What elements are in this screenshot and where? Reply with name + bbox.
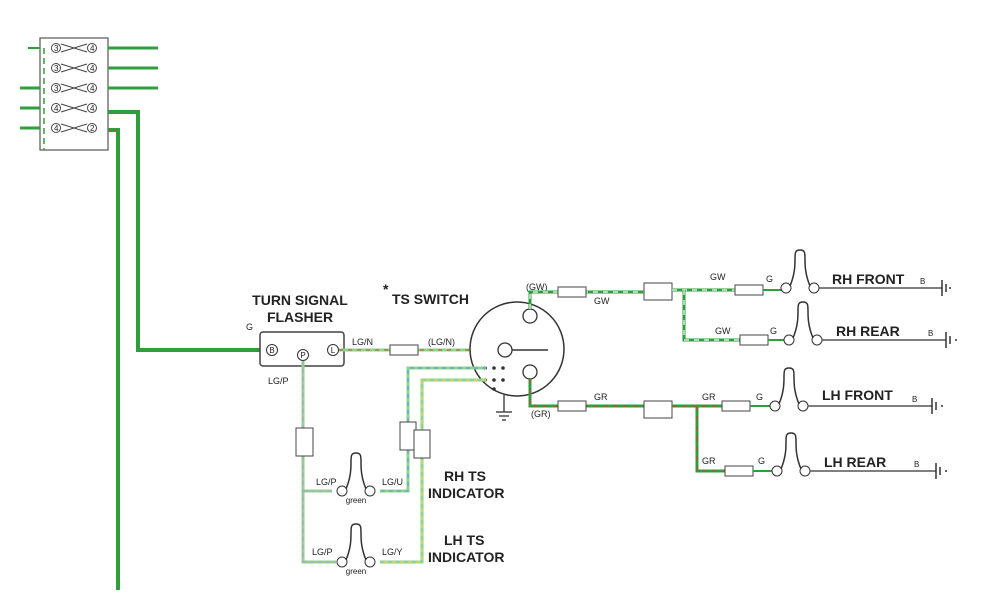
- lamp-label: RH FRONT: [832, 271, 905, 287]
- fuse-terminal-label: 3: [54, 44, 59, 53]
- fuse-box-wires: [20, 46, 262, 590]
- fuse-terminal-label: 4: [90, 44, 95, 53]
- wire-label-gr: GR: [702, 392, 716, 402]
- fuse-terminal-label: 3: [54, 84, 59, 93]
- rh-ts-indicator-lamp: green: [336, 452, 376, 505]
- wire-label-gw: GW: [715, 326, 731, 336]
- wire-label-g: G: [770, 326, 777, 336]
- wire-gw: [528, 282, 785, 346]
- earth-label: B: [914, 460, 919, 469]
- fuse-row: 3 4: [51, 83, 97, 93]
- wire-label-lgp: LG/P: [316, 477, 337, 487]
- flasher-terminal-l: L: [331, 346, 336, 355]
- wire-label-gr: GR: [594, 392, 608, 402]
- wire-label-lgp: LG/P: [312, 547, 333, 557]
- fuse-terminal-label: 4: [54, 124, 59, 133]
- indicator-color-label: green: [346, 496, 366, 505]
- switch-label: TS SWITCH: [392, 291, 469, 307]
- wire-label-gr-switch: (GR): [531, 409, 551, 419]
- flasher-title-line1: TURN SIGNAL: [252, 292, 348, 308]
- lamp-lh-front: LH FRONT B: [769, 367, 943, 414]
- fuse-terminal-label: 4: [90, 104, 95, 113]
- wire-label-g: G: [246, 322, 253, 332]
- ts-switch: * TS SWITCH: [383, 281, 565, 421]
- wire-label-lgp: LG/P: [268, 376, 289, 386]
- indicator-color-label: green: [346, 567, 366, 576]
- turn-signal-flasher: TURN SIGNAL FLASHER B P L: [252, 292, 348, 367]
- lamp-rh-rear: RH REAR B: [783, 301, 957, 348]
- wire-label-lgn-switch: (LG/N): [428, 337, 455, 347]
- wire-label-g: G: [756, 392, 763, 402]
- wire-label-gw: GW: [594, 296, 610, 306]
- fuse-terminal-label: 3: [54, 64, 59, 73]
- rh-indicator-label-line2: INDICATOR: [428, 485, 504, 501]
- lamp-lh-rear: LH REAR B: [771, 432, 947, 479]
- rh-indicator-label-line1: RH TS: [444, 468, 486, 484]
- lh-indicator-label-line2: INDICATOR: [428, 549, 504, 565]
- wire-label-lgy: LG/Y: [382, 547, 403, 557]
- wire-label-gr: GR: [702, 456, 716, 466]
- lamp-rh-front: RH FRONT B: [780, 249, 951, 296]
- earth-label: B: [920, 277, 925, 286]
- fuse-terminal-label: 4: [90, 64, 95, 73]
- fuse-row: 4 4: [51, 103, 97, 113]
- fuse-row: 3 4: [51, 63, 97, 73]
- lamp-label: LH FRONT: [822, 387, 893, 403]
- fuse-box: 3 4 3 4 3 4 4 4 4 2: [39, 37, 109, 151]
- fuse-terminal-label: 2: [90, 124, 95, 133]
- wire-label-lgn: LG/N: [352, 337, 373, 347]
- lamp-label: RH REAR: [836, 323, 900, 339]
- wire-lgp: [295, 361, 336, 564]
- wire-label-gw: GW: [710, 272, 726, 282]
- wire-label-g: G: [766, 274, 773, 284]
- earth-label: B: [912, 395, 917, 404]
- wire-label-g: G: [758, 456, 765, 466]
- fuse-row: 4 2: [51, 123, 97, 133]
- wire-label-lgu: LG/U: [382, 477, 403, 487]
- flasher-terminal-p: P: [300, 351, 305, 360]
- lh-indicator-label-line1: LH TS: [444, 532, 484, 548]
- wire-gr: [528, 379, 773, 477]
- fuse-row: 3 4: [51, 43, 97, 53]
- fuse-terminal-label: 4: [54, 104, 59, 113]
- flasher-terminal-b: B: [269, 346, 274, 355]
- fuse-terminal-label: 4: [90, 84, 95, 93]
- lh-ts-indicator-lamp: green: [336, 523, 376, 576]
- wire-label-gw-switch: (GW): [526, 282, 548, 292]
- flasher-title-line2: FLASHER: [267, 309, 333, 325]
- wire-lgy: [380, 378, 486, 564]
- lamp-label: LH REAR: [824, 454, 886, 470]
- earth-label: B: [928, 329, 933, 338]
- switch-star: *: [383, 281, 389, 297]
